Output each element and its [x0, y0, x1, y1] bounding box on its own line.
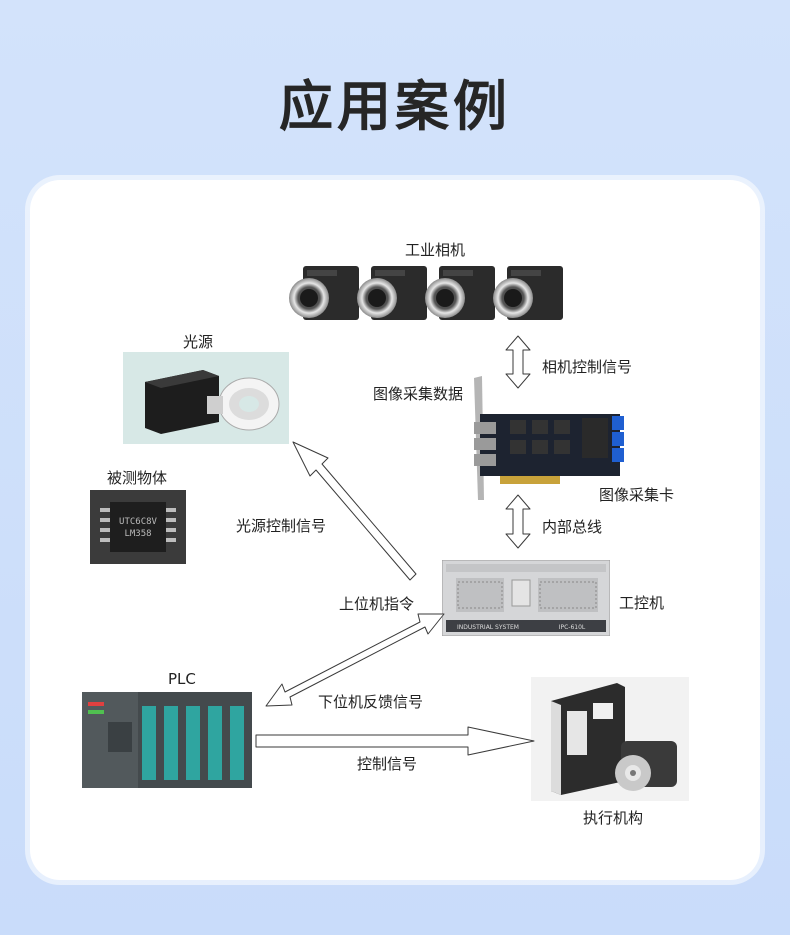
page-title: 应用案例: [279, 75, 511, 138]
capture-card-label: 图像采集卡: [599, 486, 675, 504]
edge-control-signal: 控制信号: [357, 755, 418, 773]
object-label: 被测物体: [107, 469, 168, 487]
edge-host-command: 上位机指令: [339, 595, 415, 613]
industrial-cameras-image: [289, 266, 563, 320]
edge-image-data: 图像采集数据: [373, 385, 464, 403]
plc-actuator-arrow: [255, 726, 535, 756]
edge-camera-control: 相机控制信号: [542, 358, 633, 376]
edge-internal-bus: 内部总线: [542, 518, 603, 536]
camera-label: 工业相机: [405, 241, 466, 259]
capture-card-image: [474, 376, 624, 500]
card-ipc-arrow: [505, 494, 531, 549]
actuator-label: 执行机构: [583, 809, 644, 827]
industrial-pc-image: INDUSTRIAL SYSTEM IPC-610L: [442, 560, 610, 636]
camera-card-arrow: [505, 335, 531, 389]
object-chip-image: UTC6C8V LM358: [90, 490, 186, 564]
chip-marking-1: UTC6C8V: [119, 517, 158, 527]
plc-label: PLC: [168, 670, 196, 688]
plc-image: [82, 692, 252, 788]
ipc-plate-left: INDUSTRIAL SYSTEM: [457, 624, 519, 631]
light-source-image: [123, 352, 289, 444]
chip-marking-2: LM358: [124, 529, 151, 539]
ipc-light-arrow: [292, 441, 417, 581]
ipc-plate-right: IPC-610L: [559, 624, 586, 631]
ipc-label: 工控机: [619, 594, 665, 612]
ipc-plc-arrow: [265, 613, 445, 707]
edge-light-control: 光源控制信号: [236, 517, 327, 535]
light-label: 光源: [183, 333, 214, 351]
edge-feedback: 下位机反馈信号: [318, 693, 424, 711]
actuator-image: [531, 677, 689, 801]
